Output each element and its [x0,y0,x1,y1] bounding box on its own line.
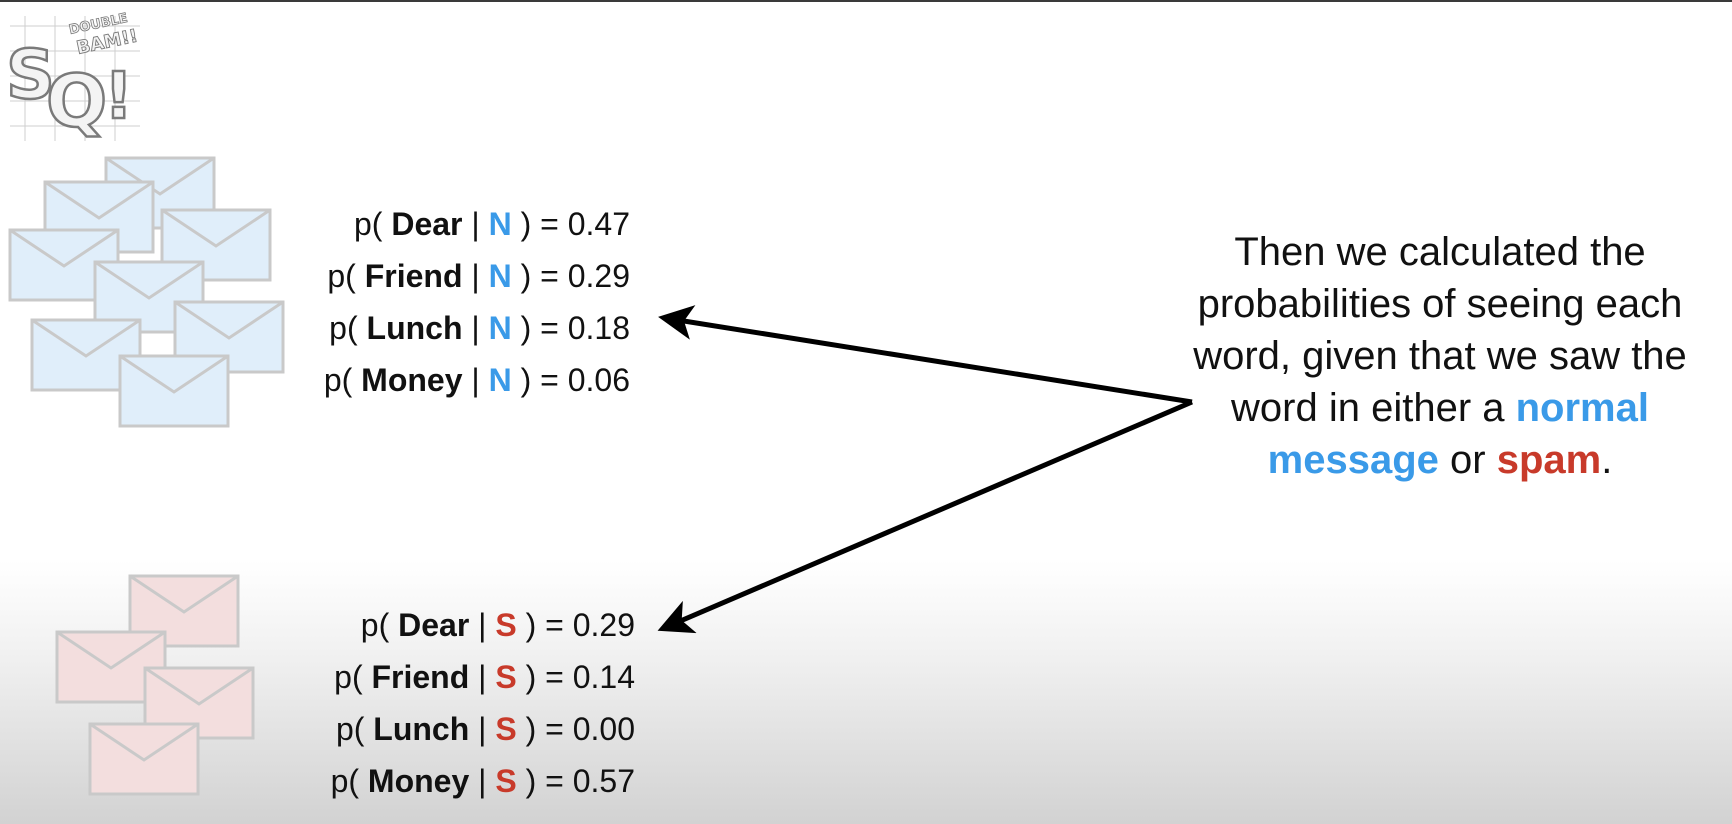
probability-value: 0.00 [572,711,635,747]
probability-value: 0.06 [567,362,630,398]
normal-envelope-stack [8,156,285,428]
svg-text:S: S [6,36,55,115]
caption-line: word, given that we saw the [1193,334,1687,378]
svg-text:!: ! [104,60,133,134]
class-spam-label: S [495,763,517,799]
class-normal-label: N [488,362,512,398]
word-label: Money [361,362,463,398]
top-border-line [0,0,1732,2]
probability-value: 0.18 [567,310,630,346]
normal-probabilities: p( Dear | N ) = 0.47 p( Friend | N ) = 0… [250,198,630,406]
normal-prob-row: p( Friend | N ) = 0.29 [327,258,630,294]
caption-line: word in either a normal [1231,386,1649,430]
spam-highlight: spam [1496,438,1602,482]
probability-value: 0.57 [572,763,635,799]
statquest-logo: S Q ! DOUBLE BAM!! [5,10,140,144]
class-spam-label: S [495,711,517,747]
word-label: Friend [364,258,463,294]
spam-envelope-stack [55,574,255,796]
spam-prob-row: p( Dear | S ) = 0.29 [360,607,635,643]
spam-prob-row: p( Money | S ) = 0.57 [330,763,635,799]
arrow-to-normal [658,305,1193,405]
probability-value: 0.14 [572,659,635,695]
class-normal-label: N [488,206,512,242]
caption-line: probabilities of seeing each [1197,282,1683,326]
word-label: Dear [398,607,470,643]
caption-line: message or spam. [1267,438,1613,482]
caption-line: Then we calculated the [1234,230,1646,274]
svg-text:Q: Q [46,59,107,143]
probability-value: 0.47 [567,206,630,242]
word-label: Lunch [366,310,463,346]
spam-probabilities: p( Dear | S ) = 0.29 p( Friend | S ) = 0… [250,599,635,807]
spam-prob-row: p( Friend | S ) = 0.14 [334,659,635,695]
arrow-to-spam [657,399,1193,634]
normal-prob-row: p( Lunch | N ) = 0.18 [329,310,630,346]
class-normal-label: N [488,310,512,346]
probability-value: 0.29 [572,607,635,643]
word-label: Lunch [373,711,470,747]
word-label: Friend [371,659,470,695]
normal-prob-row: p( Money | N ) = 0.06 [323,362,630,398]
normal-highlight: normal [1515,386,1649,430]
class-spam-label: S [495,607,517,643]
word-label: Dear [391,206,463,242]
class-normal-label: N [488,258,512,294]
class-spam-label: S [495,659,517,695]
message-highlight: message [1267,438,1439,482]
probability-value: 0.29 [567,258,630,294]
spam-prob-row: p( Lunch | S ) = 0.00 [335,711,635,747]
explanation-caption: Then we calculated the probabilities of … [1160,226,1720,486]
word-label: Money [367,763,470,799]
normal-prob-row: p( Dear | N ) = 0.47 [354,206,630,242]
